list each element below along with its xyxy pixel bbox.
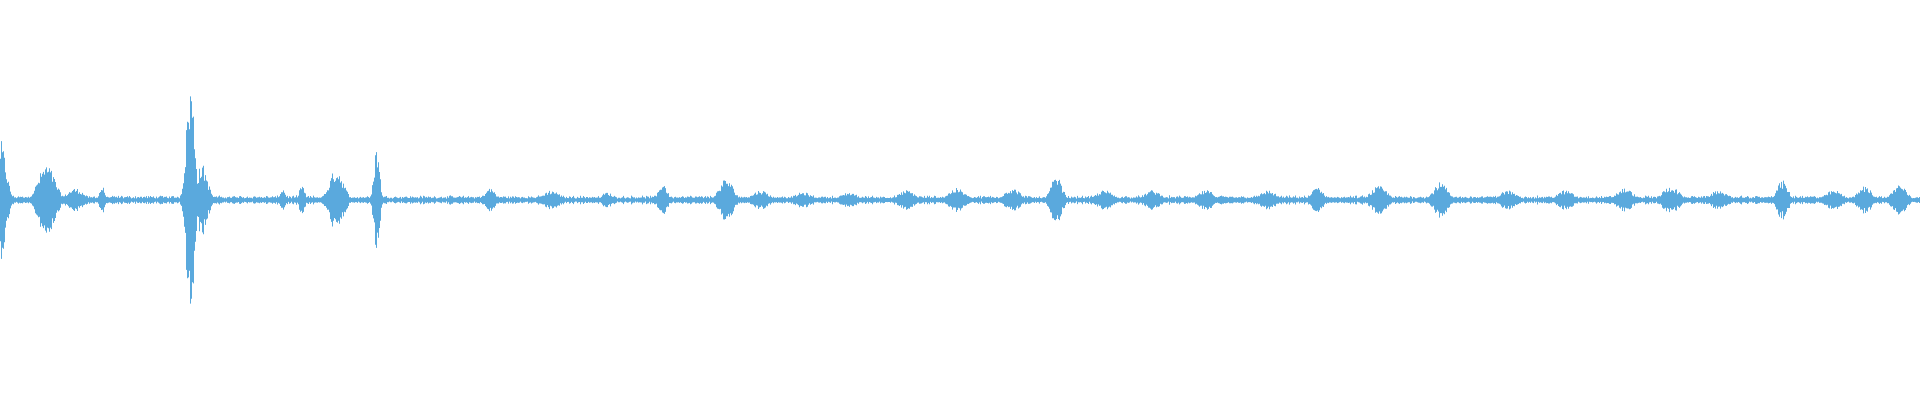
waveform-bars — [0, 96, 1920, 304]
